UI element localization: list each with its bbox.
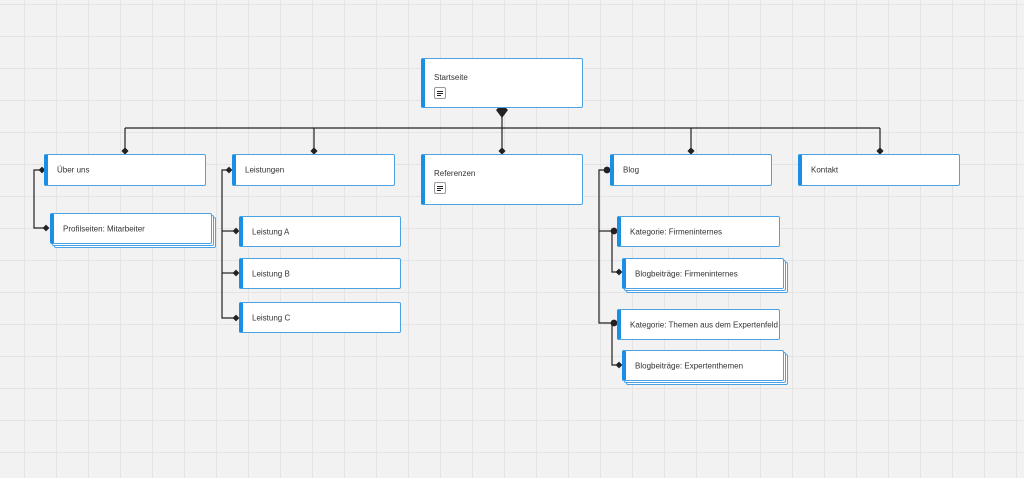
node-leistungen[interactable]: Leistungen xyxy=(232,154,395,186)
node-label: Über uns xyxy=(57,165,90,175)
node-profilseiten-mitarbeiter[interactable]: Profilseiten: Mitarbeiter xyxy=(50,213,212,244)
node-kategorie-firmeninternes[interactable]: Kategorie: Firmeninternes xyxy=(617,216,780,247)
note-icon[interactable] xyxy=(434,182,446,194)
node-blog[interactable]: Blog xyxy=(610,154,772,186)
node-blogbeitraege-firmeninternes[interactable]: Blogbeiträge: Firmeninternes xyxy=(622,258,784,289)
node-label: Referenzen xyxy=(434,169,476,178)
node-kontakt[interactable]: Kontakt xyxy=(798,154,960,186)
node-kategorie-experten[interactable]: Kategorie: Themen aus dem Expertenfeld xyxy=(617,309,780,340)
node-blogbeitraege-expertenthemen[interactable]: Blogbeiträge: Expertenthemen xyxy=(622,350,784,381)
node-label: Kategorie: Firmeninternes xyxy=(630,227,723,236)
node-label: Blogbeiträge: Firmeninternes xyxy=(635,269,738,278)
node-leistung-c[interactable]: Leistung C xyxy=(239,302,401,333)
node-label: Leistung A xyxy=(252,227,290,236)
node-label: Startseite xyxy=(434,73,468,82)
node-referenzen[interactable]: Referenzen xyxy=(421,154,583,205)
node-label: Leistungen xyxy=(245,165,285,175)
node-label: Blogbeiträge: Expertenthemen xyxy=(635,361,744,370)
node-ueber-uns[interactable]: Über uns xyxy=(44,154,206,186)
node-label: Kontakt xyxy=(811,165,839,175)
connector-child xyxy=(221,169,236,319)
connector-child xyxy=(598,169,614,324)
node-leistung-a[interactable]: Leistung A xyxy=(239,216,401,247)
node-label: Leistung B xyxy=(252,269,290,278)
node-startseite[interactable]: Startseite xyxy=(421,58,583,108)
node-label: Kategorie: Themen aus dem Expertenfeld xyxy=(630,320,778,329)
node-leistung-b[interactable]: Leistung B xyxy=(239,258,401,289)
note-icon[interactable] xyxy=(434,87,446,99)
node-label: Leistung C xyxy=(252,313,291,322)
node-label: Profilseiten: Mitarbeiter xyxy=(63,224,145,233)
node-label: Blog xyxy=(623,165,640,175)
connector-end-marker xyxy=(42,224,50,232)
